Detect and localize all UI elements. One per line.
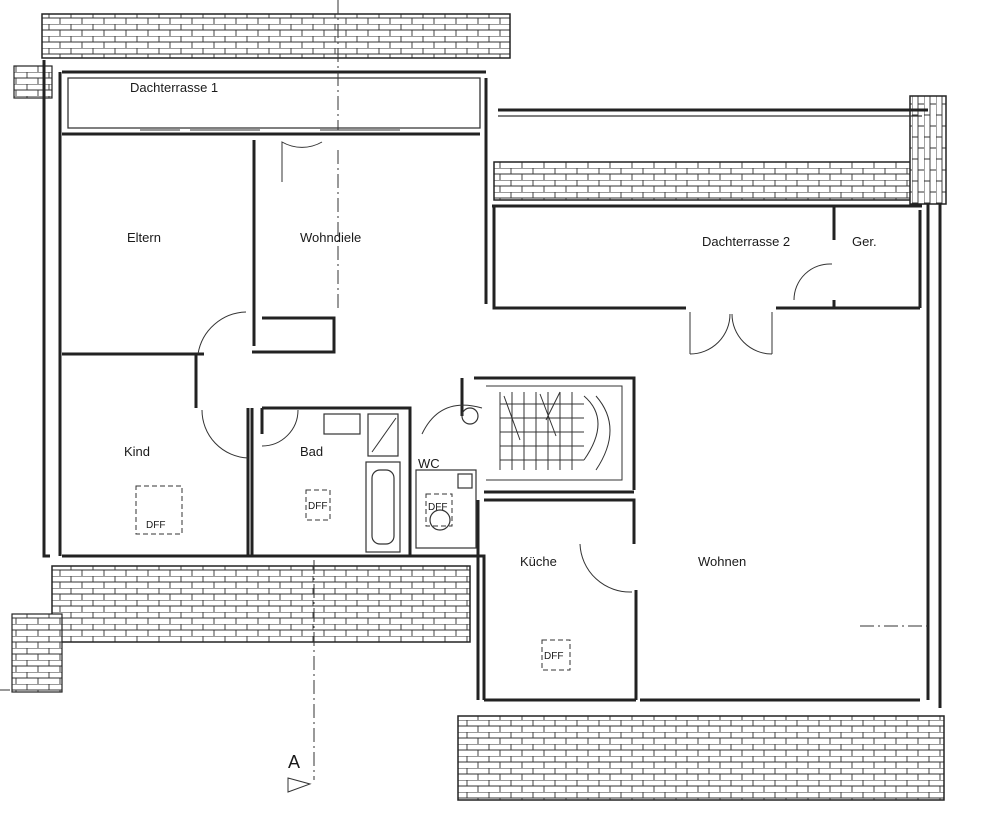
staircase [421,385,623,481]
label-wohnen: Wohnen [698,554,746,569]
label-wc: WC [418,456,440,471]
skylight-kind [135,485,183,535]
bathroom-fixtures [323,413,477,553]
room-dachterrasse-1 [62,77,481,136]
section-marker-a: A [288,752,300,772]
dff-label-bad: DFF [308,501,327,512]
skylights [135,485,571,671]
label-dachterrasse-1: Dachterrasse 1 [130,80,218,95]
interior-walls [62,140,638,700]
doors [197,141,833,593]
room-labels: Dachterrasse 1 Eltern Wohndiele Dachterr… [124,80,877,772]
section-lines [0,0,930,793]
outer-walls [42,60,942,708]
roof-tiles [11,13,947,801]
label-wohndiele: Wohndiele [300,230,361,245]
dff-label-kind: DFF [146,520,165,531]
label-bad: Bad [300,444,323,459]
dff-label-wc: DFF [428,502,447,513]
label-dachterrasse-2: Dachterrasse 2 [702,234,790,249]
label-kind: Kind [124,444,150,459]
skylight-bad [305,489,331,521]
room-dachterrasse-2 [492,115,922,310]
label-eltern: Eltern [127,230,161,245]
skylight-kueche [541,639,571,671]
dff-label-kueche: DFF [544,651,563,662]
label-ger: Ger. [852,234,877,249]
label-kueche: Küche [520,554,557,569]
skylight-wc [425,493,453,527]
